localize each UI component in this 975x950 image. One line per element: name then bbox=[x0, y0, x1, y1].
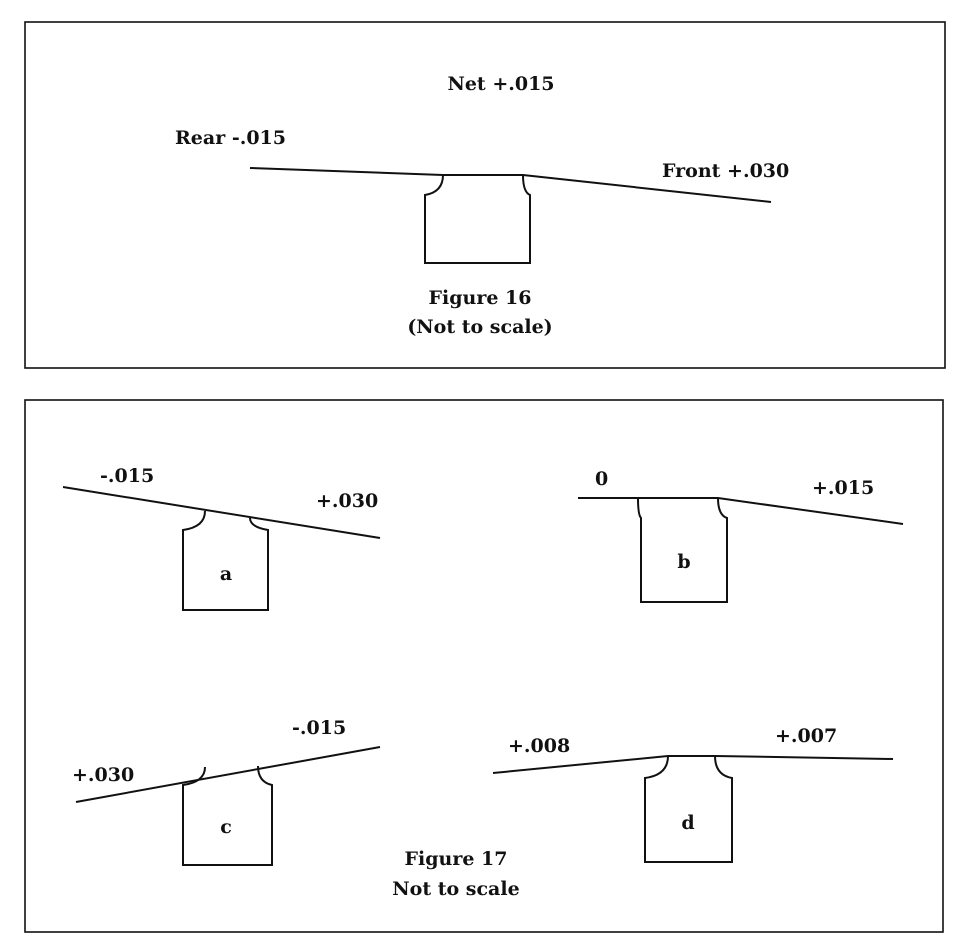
panel-d-id: d bbox=[681, 812, 694, 834]
net-label: Net +.015 bbox=[447, 73, 554, 95]
panel-c-right-label: -.015 bbox=[292, 717, 346, 739]
reference-line bbox=[249, 167, 772, 203]
figure-16-subcaption: (Not to scale) bbox=[407, 316, 552, 338]
figure-17: -.015 +.030 a 0 +.015 b +.030 -.015 c +.… bbox=[24, 399, 944, 933]
panel-c-left-label: +.030 bbox=[72, 764, 134, 786]
panel-d-left-label: +.008 bbox=[508, 735, 570, 757]
panel-a-tool bbox=[182, 510, 269, 611]
panel-b: 0 +.015 b bbox=[578, 468, 904, 603]
rear-label: Rear -.015 bbox=[175, 127, 286, 149]
tool-outline bbox=[182, 765, 273, 866]
tool-outline bbox=[637, 497, 728, 603]
panel-a: -.015 +.030 a bbox=[62, 465, 381, 611]
tool-body bbox=[424, 174, 531, 264]
panel-d-right-label: +.007 bbox=[775, 725, 837, 747]
panel-c: +.030 -.015 c bbox=[72, 717, 381, 866]
panel-c-id: c bbox=[220, 816, 232, 838]
panel-d-line bbox=[492, 755, 894, 774]
panel-a-id: a bbox=[220, 563, 232, 585]
panel-b-id: b bbox=[677, 551, 690, 573]
panel-a-left-label: -.015 bbox=[100, 465, 154, 487]
figure-17-frame bbox=[24, 399, 944, 933]
panel-a-right-label: +.030 bbox=[316, 490, 378, 512]
figure-16-frame bbox=[24, 21, 946, 369]
figure-17-subcaption: Not to scale bbox=[392, 878, 519, 900]
figure-16: Net +.015 Rear -.015 Front +.030 Figure … bbox=[24, 21, 946, 369]
front-label: Front +.030 bbox=[662, 160, 789, 182]
panel-b-tool bbox=[637, 497, 728, 603]
panel-c-line bbox=[75, 746, 381, 803]
tool-outline bbox=[182, 510, 269, 611]
panel-b-right-label: +.015 bbox=[812, 477, 874, 499]
panel-d-tool bbox=[644, 755, 733, 863]
figure-17-caption: Figure 17 bbox=[405, 848, 508, 870]
tool-outline bbox=[424, 174, 531, 264]
panel-b-line bbox=[578, 497, 904, 525]
panel-b-left-label: 0 bbox=[595, 468, 608, 490]
tool-outline bbox=[644, 755, 733, 863]
panel-d: +.008 +.007 d bbox=[492, 725, 894, 863]
panel-c-tool bbox=[182, 765, 273, 866]
figure-16-caption: Figure 16 bbox=[429, 287, 532, 309]
panel-a-line bbox=[62, 486, 381, 539]
